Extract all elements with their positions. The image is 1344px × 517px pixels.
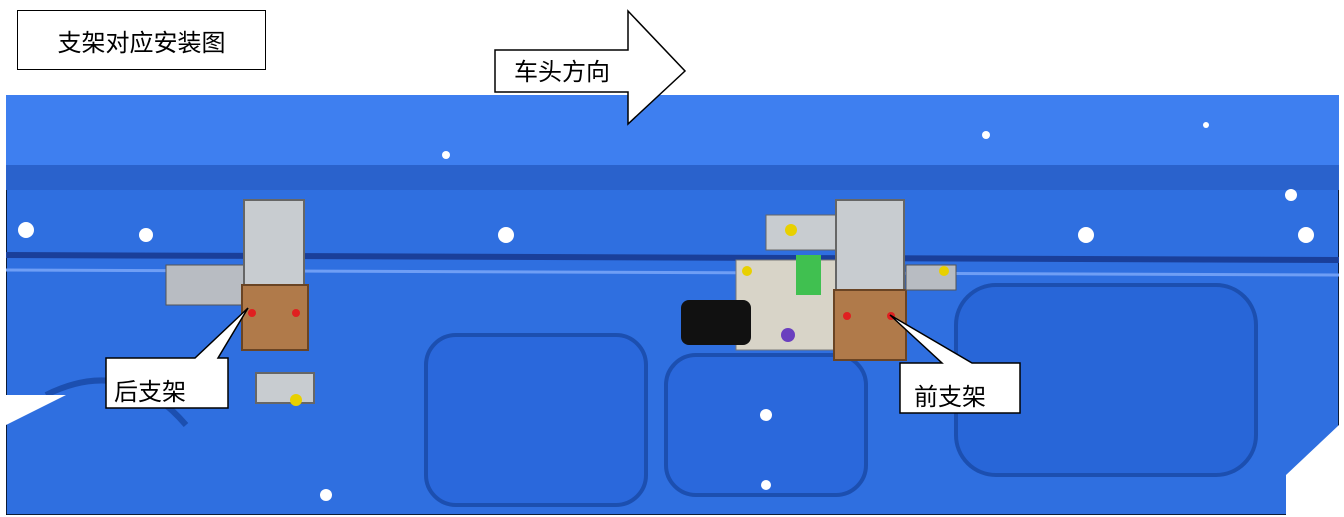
callout-shape-icon	[889, 314, 1021, 414]
front-bracket-label: 前支架	[914, 383, 986, 411]
front-bracket	[833, 199, 957, 361]
callout-shape-icon	[105, 307, 249, 409]
figure-title-text: 支架对应安装图	[57, 28, 226, 57]
figure-title: 支架对应安装图	[17, 10, 266, 70]
direction-arrow: 车头方向	[490, 8, 690, 126]
rear-bracket	[165, 199, 315, 406]
vehicle-underbody-image	[6, 95, 1339, 515]
rear-bracket-callout: 后支架	[100, 300, 270, 420]
rear-bracket-label: 后支架	[114, 378, 186, 406]
motor-assembly	[681, 214, 847, 351]
right-arrow-icon	[494, 9, 687, 126]
front-bracket-callout: 前支架	[880, 305, 1040, 425]
direction-arrow-label: 车头方向	[514, 58, 610, 86]
